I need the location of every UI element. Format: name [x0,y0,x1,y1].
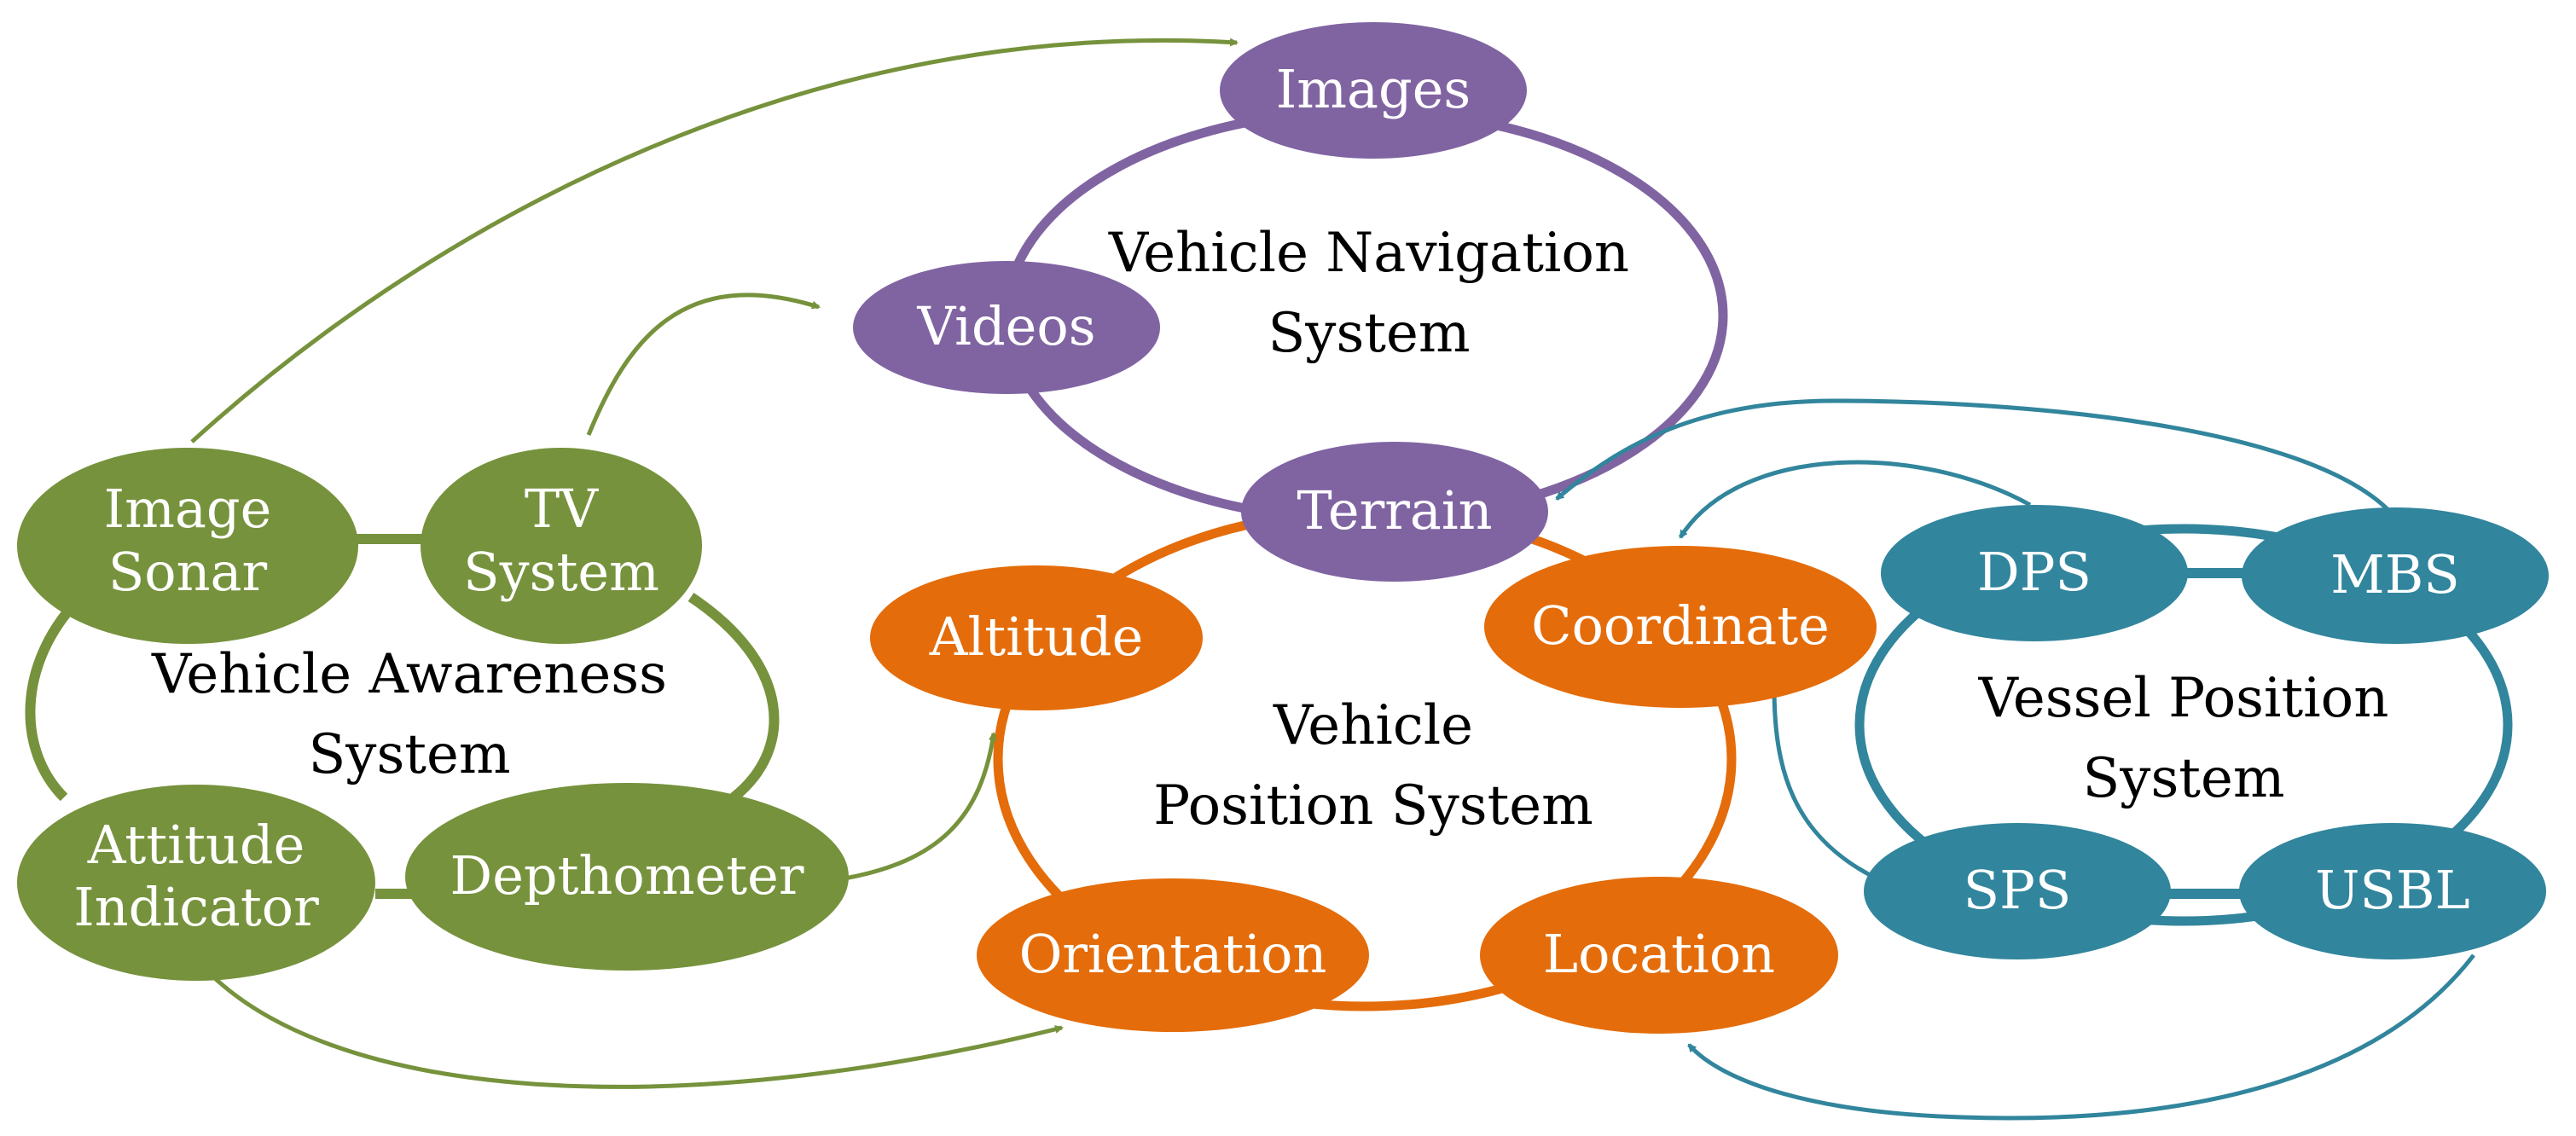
videos-node: Videos [853,261,1160,394]
awareness-system-label: Vehicle Awareness System [151,643,667,786]
coordinate-label: Coordinate [1531,594,1830,657]
image-sonar-label-line2: Sonar [108,541,268,603]
location-node: Location [1480,877,1838,1034]
tv-system-label-line2: System [463,541,659,603]
vessel-system-label-line1: Vessel Position [1978,667,2389,730]
orientation-label: Orientation [1019,923,1327,985]
images-node: Images [1220,22,1527,159]
depthometer-label: Depthometer [450,844,804,907]
position-system-label-line2: Position System [1153,774,1593,838]
arrow-usbl-to-location [1687,953,2475,1121]
mbs-label: MBS [2330,543,2460,606]
videos-label: Videos [916,295,1095,357]
tv-system-label-line1: TV [525,478,599,540]
usbl-node: USBL [2239,823,2546,959]
attitude-indicator-label-line2: Indicator [73,876,319,938]
dps-label: DPS [1977,541,2092,603]
vessel-cycle-ring [1854,524,2513,926]
arrow-depthometer-to-altitude [844,732,997,881]
images-label: Images [1276,58,1471,120]
awareness-link-tv-depth [688,593,780,802]
terrain-label: Terrain [1297,479,1492,542]
connection-arrows [190,38,2475,1121]
navigation-system-label-line2: System [1268,302,1470,365]
dps-node: DPS [1881,505,2188,641]
terrain-node: Terrain [1241,442,1548,582]
awareness-link-sonar-indicator [25,597,81,802]
position-system-label-line1: Vehicle [1273,694,1473,757]
vessel-system-label: Vessel Position System [1978,667,2389,810]
sps-node: SPS [1864,823,2171,959]
attitude-indicator-node: Attitude Indicator [17,785,375,981]
navigation-system-label-line1: Vehicle Navigation [1108,222,1629,285]
image-sonar-node: Image Sonar [17,448,358,644]
altitude-label: Altitude [929,606,1144,668]
arrow-attitude-indicator-to-orientation [199,962,1064,1089]
sps-label: SPS [1964,859,2072,921]
awareness-system-label-line1: Vehicle Awareness [151,643,667,706]
arrow-tv-system-to-videos [586,293,821,436]
navigation-system-label: Vehicle Navigation System [1108,222,1629,365]
tv-system-node: TV System [421,448,702,644]
mbs-node: MBS [2242,507,2549,644]
coordinate-node: Coordinate [1484,546,1877,708]
image-sonar-label-line1: Image [104,478,272,540]
vessel-system-label-line2: System [2082,747,2284,810]
usbl-label: USBL [2315,859,2469,921]
position-system-label: Vehicle Position System [1153,694,1593,838]
attitude-indicator-label-line1: Attitude [87,814,305,876]
awareness-system-label-line2: System [308,723,510,786]
orientation-node: Orientation [977,878,1369,1032]
location-label: Location [1543,923,1775,985]
arrow-mbs-to-terrain [1555,398,2390,512]
arrow-sps-to-coordinate [1770,685,1878,881]
arrow-image-sonar-to-images [190,38,1239,443]
depthometer-node: Depthometer [405,783,849,971]
altitude-node: Altitude [870,565,1203,710]
arrow-dps-to-coordinate [1678,460,2032,539]
